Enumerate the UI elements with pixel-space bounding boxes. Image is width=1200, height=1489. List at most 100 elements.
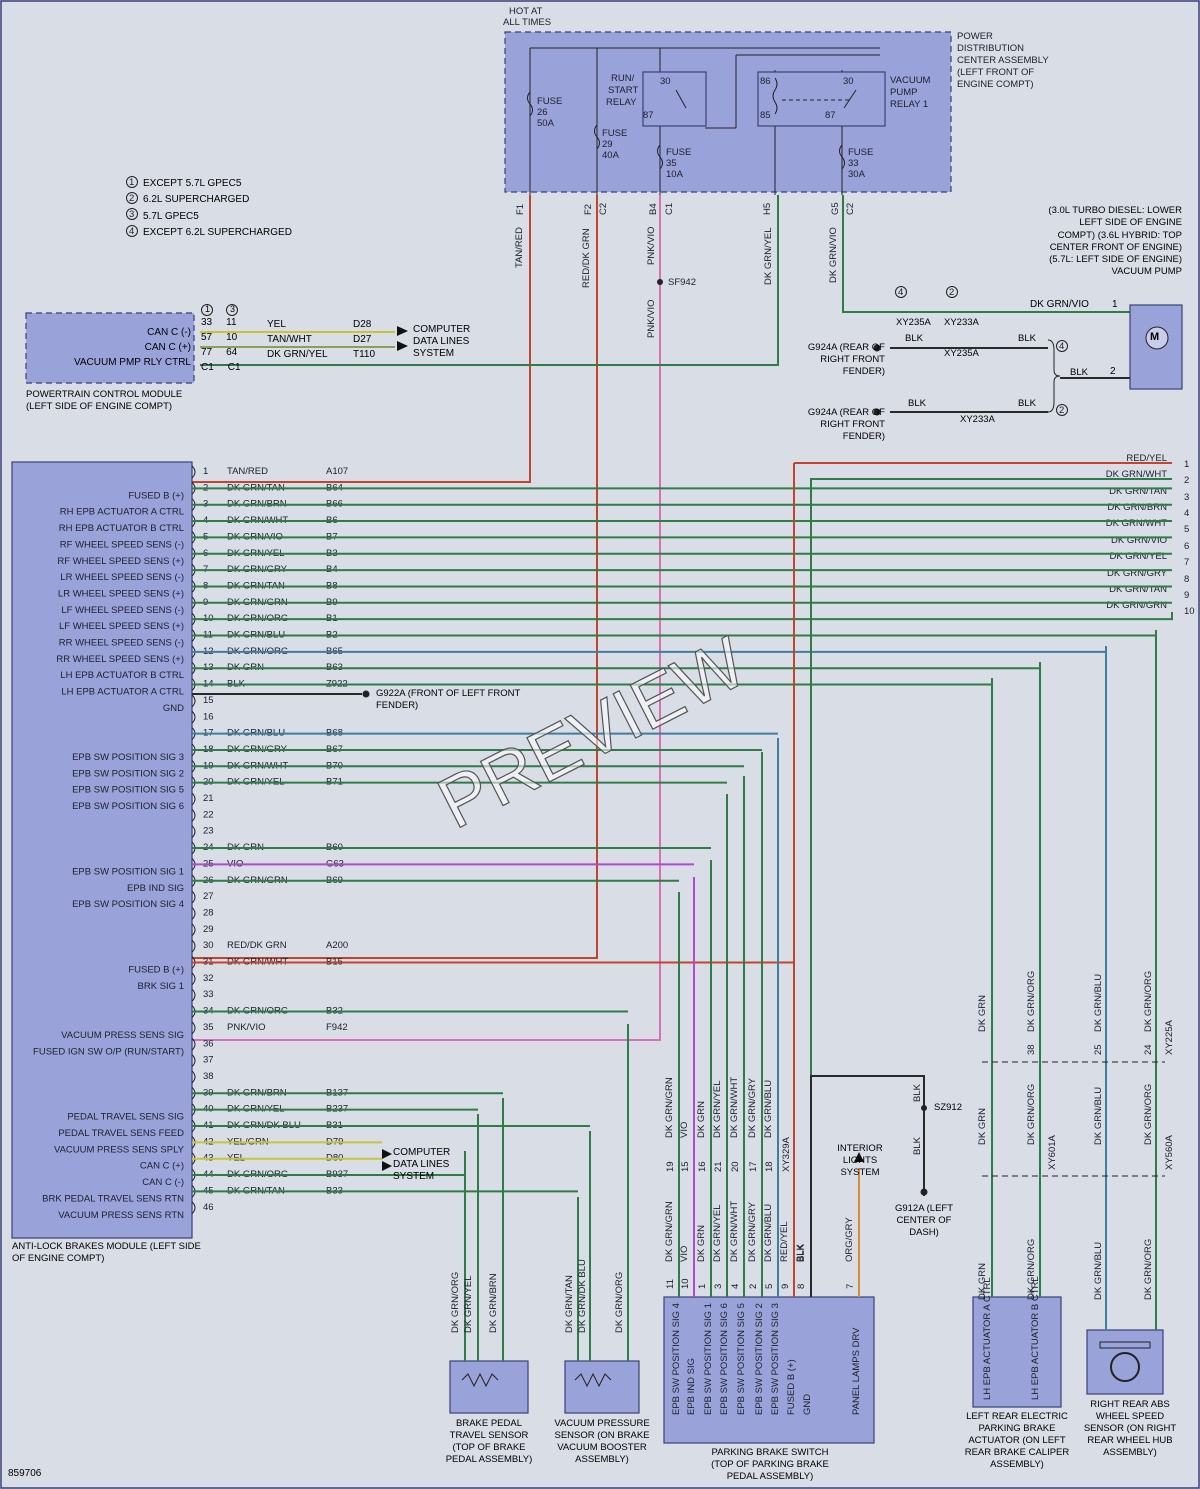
- pcm-pin-labels: CAN C (-) CAN C (+) VACUUM PMP RLY CTRL: [26, 325, 191, 370]
- conn-xy225a: XY225A: [1164, 1019, 1175, 1055]
- abs-pin-label: RR WHEEL SPEED SENS (+): [56, 654, 184, 665]
- pcm-circuits: D28 D27 T110: [353, 317, 375, 362]
- abs-pin-label: FUSED IGN SW O/P (RUN/START): [33, 1046, 184, 1057]
- svg-text:86: 86: [760, 76, 771, 87]
- park-pin-name: GND: [802, 1394, 813, 1415]
- svg-text:2: 2: [129, 193, 134, 204]
- fuse-26-label: FUSE: [537, 96, 562, 107]
- blk-label: BLK: [1018, 333, 1036, 344]
- splice-sz912: SZ912: [934, 1102, 962, 1113]
- legend-item-4: EXCEPT 6.2L SUPERCHARGED: [143, 226, 292, 238]
- doc-number: 859706: [8, 1468, 42, 1479]
- svg-text:RELAY 1: RELAY 1: [890, 99, 928, 110]
- connector-tick: [191, 694, 196, 708]
- right-wire-color: DK GRN/VIO: [1111, 535, 1167, 546]
- svg-text:TAN/RED: TAN/RED: [514, 227, 525, 268]
- interior-lights-dest: INTERIOR LIGHTS SYSTEM: [837, 1143, 883, 1178]
- abs-wire-color: TAN/RED: [227, 466, 268, 477]
- ground-g922a: G922A (FRONT OF LEFT FRONT FENDER): [376, 688, 521, 711]
- conn-xy560a: XY560A: [1164, 1134, 1175, 1170]
- wire-tan-red: [192, 195, 531, 483]
- abs-pin-label: LF WHEEL SPEED SENS (-): [61, 605, 184, 616]
- abs-pin-number: 23: [203, 826, 214, 837]
- conn-xy601a: XY601A: [1047, 1134, 1058, 1170]
- hot-label-2: ALL TIMES: [503, 17, 551, 28]
- park-pin-name: FUSED B (+): [786, 1359, 797, 1415]
- right-wire-number: 8: [1184, 574, 1189, 585]
- left-actuator-pin: LH EPB ACTUATOR A CTRL: [982, 1277, 993, 1400]
- wire-dk-grn-yel-pcm: [200, 195, 779, 366]
- svg-text:B4: B4: [648, 203, 659, 215]
- abs-pin-number: 1: [203, 466, 208, 477]
- pcm-circuit: D27: [353, 334, 372, 345]
- legend-item-2: 6.2L SUPERCHARGED: [143, 194, 250, 206]
- blk-label: BLK: [908, 398, 926, 409]
- abs-pin-label: RF WHEEL SPEED SENS (-): [60, 539, 184, 550]
- park-pin-number: 5: [764, 1284, 775, 1289]
- conn-xy233a: XY233A: [944, 317, 979, 328]
- hot-label-1: HOT AT: [509, 6, 543, 17]
- pcm-pin: 77: [201, 347, 213, 358]
- svg-text:G5: G5: [830, 202, 841, 215]
- right-wire-color: DK GRN/WHT: [1106, 518, 1167, 529]
- svg-text:F2: F2: [583, 204, 594, 215]
- brake-pedal-travel-sensor: [449, 1360, 529, 1414]
- abs-pin-label: CAN C (+): [140, 1161, 184, 1172]
- connector-tick: [191, 907, 196, 920]
- right-wire-color: DK GRN/BRN: [1107, 502, 1167, 513]
- abs-pin-number: 27: [203, 891, 214, 902]
- park-upper-number: 20: [730, 1161, 741, 1172]
- right-wire-color: DK GRN/WHT: [1106, 469, 1167, 480]
- anti-lock-brakes-module: [11, 461, 193, 1239]
- connector-tick: [191, 808, 196, 822]
- park-wire-color-upper: DK GRN: [696, 1101, 707, 1138]
- abs-pin-number: 30: [203, 940, 214, 951]
- pcm-pin: 10: [226, 332, 238, 343]
- pcm-name: POWERTRAIN CONTROL MODULE (LEFT SIDE OF …: [26, 389, 183, 412]
- abs-pin-number: 38: [203, 1071, 214, 1082]
- right-wire-number: 4: [1184, 508, 1189, 519]
- pcm-pin: 11: [226, 317, 237, 328]
- conn-xy233a-2: XY233A: [960, 414, 995, 425]
- ground-g924a-2: G924A (REAR OF RIGHT FRONT FENDER): [807, 407, 885, 442]
- pcm-wire-color: YEL: [267, 319, 286, 330]
- svg-text:ENGINE COMPT): ENGINE COMPT): [957, 79, 1034, 90]
- vertical-wire-color: DK GRN/ORG: [1026, 1084, 1037, 1145]
- run-start-relay: [642, 71, 707, 127]
- abs-pin-number: 29: [203, 924, 214, 935]
- svg-text:PNK/VIO: PNK/VIO: [646, 226, 657, 265]
- svg-text:C1: C1: [664, 203, 675, 215]
- park-pin-name: EPB SW POSITION SIG 5: [736, 1303, 747, 1415]
- abs-pin-number: 21: [203, 793, 214, 804]
- motor-label: M: [1150, 331, 1160, 343]
- left-actuator-name: LEFT REAR ELECTRIC PARKING BRAKE ACTUATO…: [964, 1411, 1070, 1470]
- svg-text:DK GRN/VIO: DK GRN/VIO: [828, 227, 839, 283]
- legend-item-1: EXCEPT 5.7L GPEC5: [143, 178, 242, 189]
- pump-pin-1: 1: [1112, 299, 1118, 310]
- svg-text:4: 4: [898, 287, 903, 298]
- abs-right-wire: [192, 612, 1173, 621]
- vacuum-sensor-name: VACUUM PRESSURE SENSOR (ON BRAKE VACUUM …: [554, 1418, 650, 1465]
- park-pin-number: 4: [730, 1284, 741, 1289]
- right-wire-color: DK GRN/TAN: [1109, 486, 1167, 497]
- park-pin-name: EPB SW POSITION SIG 2: [754, 1303, 765, 1415]
- connector-tick: [191, 890, 196, 904]
- vertical-wire-color: DK GRN/BLU: [1093, 1242, 1104, 1300]
- svg-text:50A: 50A: [537, 118, 555, 129]
- svg-text:30A: 30A: [848, 169, 866, 180]
- svg-text:35: 35: [666, 158, 677, 169]
- park-pin-number: 8: [796, 1284, 807, 1289]
- connector-tick: [191, 825, 196, 839]
- pcm-label-vac: VACUUM PMP RLY CTRL: [73, 357, 191, 368]
- vacuum-wire-color: DK GRN/DK BLU: [577, 1259, 588, 1333]
- vertical-wire-color: DK GRN: [977, 1108, 988, 1145]
- abs-pin-label: EPB SW POSITION SIG 4: [72, 899, 184, 910]
- vertical-wire-color: DK GRN/BLU: [1093, 1087, 1104, 1145]
- abs-pin-number: 35: [203, 1022, 214, 1033]
- park-wire-color: DK GRN/GRY: [747, 1201, 758, 1262]
- wire-pnk-vio: [192, 195, 661, 1041]
- svg-text:33: 33: [848, 158, 859, 169]
- pcm-dest: COMPUTER DATA LINES SYSTEM: [413, 324, 471, 359]
